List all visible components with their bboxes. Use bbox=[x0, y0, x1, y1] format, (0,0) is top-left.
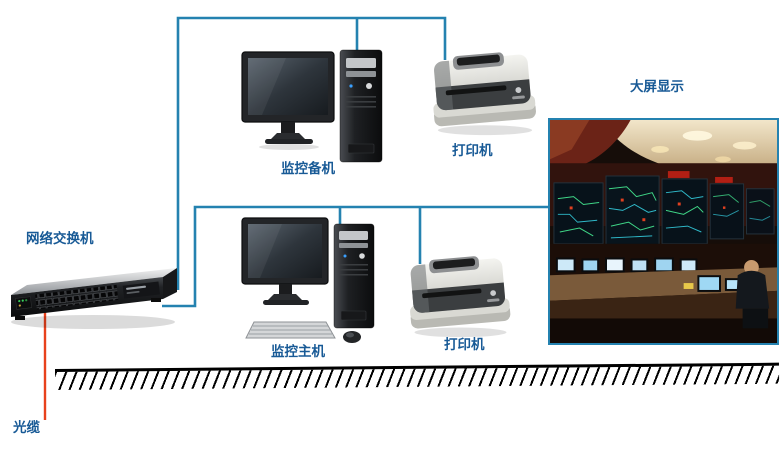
label-printer-bottom: 打印机 bbox=[444, 337, 485, 353]
desktop-computer-keyboard-icon bbox=[241, 217, 375, 343]
wire-switch-to-main-bus bbox=[162, 205, 550, 308]
control-room-scene bbox=[550, 120, 777, 343]
main-computer-image bbox=[238, 216, 393, 357]
control-room-photo bbox=[548, 118, 779, 345]
label-fiber: 光缆 bbox=[13, 420, 40, 436]
wire-switch-to-backup-bus bbox=[176, 16, 447, 290]
printer-top-image bbox=[425, 42, 545, 144]
label-printer-top: 打印机 bbox=[452, 143, 493, 159]
backup-computer-image bbox=[240, 46, 390, 174]
network-switch-image bbox=[5, 262, 180, 341]
rack-switch-icon bbox=[11, 268, 177, 329]
label-backup-pc: 监控备机 bbox=[281, 161, 335, 177]
label-main-pc: 监控主机 bbox=[271, 344, 325, 360]
printer-icon bbox=[433, 52, 536, 136]
label-network-switch: 网络交换机 bbox=[26, 231, 94, 247]
desktop-computer-icon bbox=[241, 49, 383, 163]
printer-icon bbox=[410, 256, 511, 338]
printer-bottom-image bbox=[403, 246, 518, 346]
label-big-screen: 大屏显示 bbox=[630, 79, 684, 95]
